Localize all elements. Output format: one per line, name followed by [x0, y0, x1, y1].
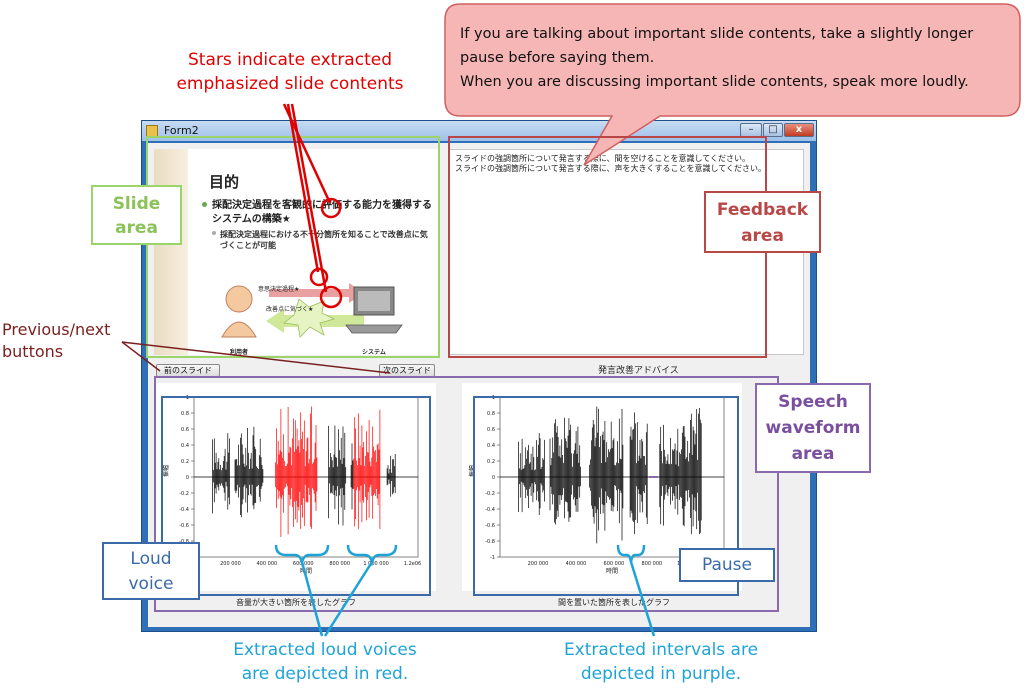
user-face-icon — [225, 285, 253, 313]
feedback-line: スライドの強調箇所について発言する際に、間を空けることを意識してください。 — [455, 154, 751, 163]
slide-area-frame — [146, 136, 440, 358]
callout-bubble — [444, 3, 1021, 166]
x-axis-label: 時間 — [300, 567, 312, 575]
monitor-screen-icon — [358, 291, 390, 311]
label-line: Extracted intervals are — [563, 640, 759, 660]
feedback-area-label: Feedback area — [704, 191, 821, 253]
label-line: waveform — [765, 418, 861, 438]
feedback-line: スライドの強調箇所について発言する際に、声を大きくすることを意識してください。 — [455, 164, 767, 173]
loud-voice-label: Loud voice — [102, 542, 200, 600]
label-line: area — [741, 226, 784, 246]
prev-slide-button[interactable]: 前のスライド — [156, 364, 220, 377]
loud-graph-caption: 音量が大きい箇所を表したグラフ — [236, 598, 356, 607]
speech-area-frame — [154, 376, 779, 612]
prevnext-arrows — [121, 341, 391, 374]
callout-line: pause before saying them. — [460, 50, 655, 66]
y-tick-label: -0.6 — [179, 523, 189, 529]
window-title: Form2 — [164, 124, 199, 137]
user-label: 利用者 — [230, 349, 249, 356]
y-tick-label: -0.6 — [485, 523, 495, 529]
y-tick-label: -0.8 — [485, 539, 495, 545]
feedback-text: スライドの強調箇所について発言する際に、間を空けることを意識してください。 スラ… — [455, 154, 766, 174]
x-tick-label: 200 000 — [220, 561, 241, 567]
label-line: are depicted in red. — [241, 664, 409, 684]
label-line: Speech — [778, 392, 848, 412]
y-tick-label: 0.6 — [487, 427, 495, 433]
x-tick-label: 1.2e06 — [404, 561, 421, 567]
stars-line: Stars indicate extracted — [188, 50, 392, 70]
y-tick-label: 0.6 — [181, 427, 189, 433]
label-line: area — [791, 444, 835, 464]
y-tick-label: -0.2 — [179, 491, 189, 497]
y-axis-label: 振幅 — [468, 465, 476, 477]
label-line: Slide — [112, 194, 161, 214]
loud-caption: Extracted loud voices are depicted in re… — [215, 638, 435, 686]
slide-decoration — [154, 149, 188, 355]
prevnext-annotation: Previous/next buttons — [2, 319, 110, 363]
x-tick-label: 1 000 000 — [363, 561, 388, 567]
callout-line: If you are talking about important slide… — [460, 26, 974, 42]
advice-label: 発言改善アドバイス — [598, 366, 679, 376]
keyboard-icon — [345, 324, 403, 334]
label-line: depicted in purple. — [580, 664, 742, 684]
y-tick-label: 0 — [492, 475, 495, 481]
label-line: voice — [128, 574, 174, 594]
y-tick-label: 0.2 — [181, 459, 189, 465]
label-line: Feedback — [716, 200, 809, 220]
right-graph-frame — [473, 396, 739, 596]
close-button[interactable]: x — [784, 123, 814, 137]
y-tick-label: -0.4 — [485, 507, 495, 513]
arrow-right-icon — [269, 283, 364, 303]
stars-annotation: Stars indicate extracted emphasized slid… — [170, 48, 410, 96]
speech-area-label: Speech waveform area — [755, 383, 871, 473]
user-body-icon — [221, 321, 257, 338]
x-tick-label: 400 000 — [566, 561, 587, 567]
maximize-button[interactable]: □ — [763, 123, 783, 137]
x-tick-label: 600 000 — [604, 561, 625, 567]
label-line: buttons — [2, 342, 64, 361]
y-tick-label: -0.4 — [179, 507, 189, 513]
slide-area-label: Slide area — [91, 185, 182, 245]
label-line: Extracted loud voices — [233, 640, 417, 660]
burst-icon — [283, 298, 336, 338]
callout-line: When you are discussing important slide … — [460, 74, 969, 90]
y-tick-label: -0.2 — [485, 491, 495, 497]
sub-bullet-dot-icon — [212, 231, 216, 235]
stars-line: emphasized slide contents — [176, 74, 404, 94]
bullet-dot-icon — [202, 202, 207, 207]
system-label: システム — [362, 349, 386, 356]
y-tick-label: 0.4 — [181, 443, 189, 449]
slide-image: 目的 採配決定過程を客観的に評価する能力を獲得するシステムの構築★ 採配決定過程… — [154, 149, 438, 356]
label-line: Previous/next — [2, 320, 111, 339]
y-axis-label: 振幅 — [162, 465, 170, 477]
x-tick-label: 800 000 — [329, 561, 350, 567]
x-tick-label: 800 000 — [642, 561, 663, 567]
y-tick-label: 0 — [186, 475, 189, 481]
y-tick-label: 0.2 — [487, 459, 495, 465]
diagram-top-label: 意思決定過程★ — [258, 286, 300, 293]
y-tick-label: 0.8 — [181, 411, 189, 417]
slide-title: 目的 — [209, 173, 240, 191]
diagram-mid-label: 改善点に気づく★ — [266, 306, 314, 313]
left-graph-frame — [161, 396, 431, 596]
slide-bullet-2: 採配決定過程における不十分箇所を知ることで改善点に気づくことが可能 — [220, 230, 428, 250]
slide-diagram — [221, 283, 403, 338]
y-tick-label: 0.8 — [487, 411, 495, 417]
x-tick-label: 200 000 — [528, 561, 549, 567]
star-arrows — [282, 103, 343, 309]
pause-label: Pause — [679, 548, 775, 582]
x-axis-label: 時間 — [606, 567, 618, 575]
label-line: Loud — [130, 549, 172, 569]
y-tick-label: 0.4 — [487, 443, 495, 449]
pause-graph-caption: 間を置いた箇所を表したグラフ — [558, 598, 670, 607]
y-tick-label: -1 — [490, 555, 495, 561]
interval-caption: Extracted intervals are depicted in purp… — [548, 638, 774, 686]
loud-braces — [274, 544, 656, 637]
label-line: area — [115, 218, 158, 238]
callout-text: If you are talking about important slide… — [460, 22, 973, 94]
x-tick-label: 400 000 — [257, 561, 278, 567]
